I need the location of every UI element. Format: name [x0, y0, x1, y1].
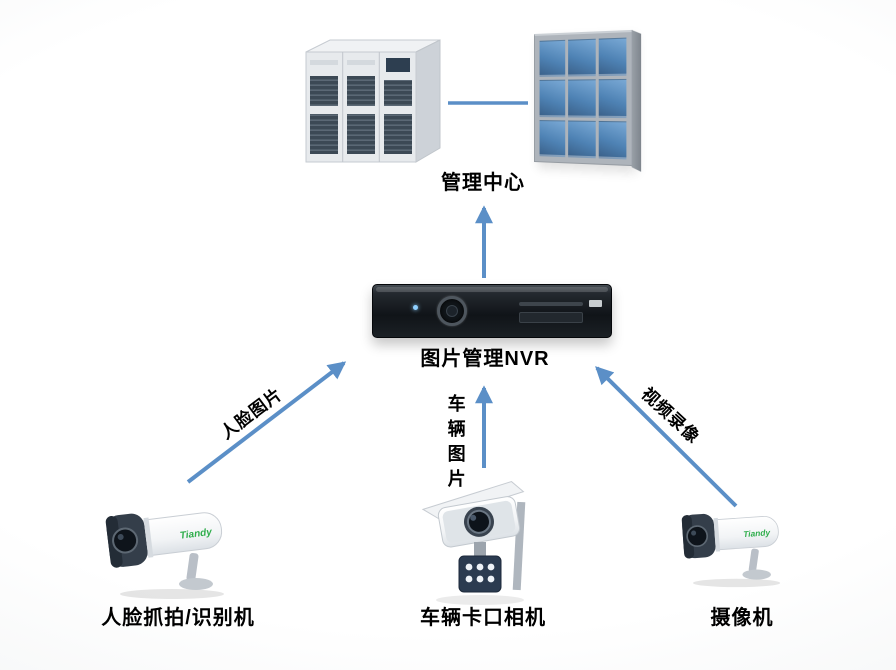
camera-body-group: Tiandy — [681, 513, 779, 559]
camera-shadow — [436, 595, 524, 605]
camera-shadow — [120, 589, 224, 599]
server-vent — [347, 76, 375, 106]
server-vent — [310, 76, 338, 106]
nvr-label: 图片管理NVR — [420, 348, 550, 370]
face-camera-label: 人脸抓拍/识别机 — [101, 607, 255, 629]
nvr-brand-badge — [589, 300, 602, 307]
edge-label-vehicle-images: 车辆图片 — [445, 394, 466, 494]
vehicle-camera-illustration — [418, 476, 540, 611]
brand-logo-text: Tiandy — [743, 527, 771, 539]
server-vent — [384, 80, 412, 106]
camera-bracket — [748, 548, 759, 573]
server-side-face — [415, 39, 441, 163]
face-camera-illustration: Tiandy — [100, 495, 245, 605]
camera-ring — [143, 517, 154, 558]
arrow-video-to-nvr — [595, 366, 738, 508]
camera-base — [179, 578, 213, 590]
camera-ring — [713, 517, 721, 552]
camera-base — [742, 569, 771, 580]
camera-body-group: Tiandy — [105, 512, 223, 568]
camera-joint — [474, 542, 486, 558]
camera-pole — [512, 501, 526, 591]
server-bezel — [347, 60, 375, 65]
vehicle-camera-label: 车辆卡口相机 — [420, 607, 546, 629]
nvr-jog-dial — [437, 296, 467, 326]
video-wall-side-edge — [631, 29, 642, 172]
video-wall-frame — [534, 29, 642, 172]
video-camera-illustration: Tiandy — [676, 500, 798, 593]
nvr-vent-line — [519, 302, 583, 306]
arrow-face-to-nvr — [186, 361, 347, 484]
camera-housing-group — [421, 481, 525, 548]
video-wall-screen — [568, 120, 596, 159]
camera-lens — [686, 525, 709, 548]
nvr-device — [372, 284, 612, 338]
video-camera-label: 摄像机 — [710, 607, 774, 629]
camera-bracket — [186, 552, 199, 582]
video-wall-screen — [598, 37, 627, 77]
server-vent — [347, 114, 375, 154]
video-wall-screen — [539, 39, 566, 78]
video-wall-screen — [568, 38, 596, 77]
lens-glint — [470, 514, 477, 521]
video-wall-screen — [568, 79, 596, 118]
management-center-label: 管理中心 — [441, 172, 525, 194]
server-rack-illustration — [300, 36, 448, 175]
server-display-panel — [386, 58, 410, 72]
video-wall-screen — [598, 79, 627, 118]
nvr-status-led — [413, 305, 418, 310]
nvr-drive-bay — [519, 312, 583, 323]
brand-logo-text: Tiandy — [179, 527, 213, 542]
led-lights — [465, 563, 495, 583]
video-wall-screen — [539, 119, 566, 158]
nvr-jog-dial-center — [446, 305, 458, 317]
led-illuminator-panel — [458, 555, 502, 593]
video-wall-screen — [598, 120, 627, 160]
video-wall-screen — [539, 79, 566, 118]
server-bezel — [310, 60, 338, 65]
lens-glint — [691, 530, 697, 536]
server-vent — [310, 114, 338, 154]
server-vent — [384, 114, 412, 154]
camera-shadow — [693, 578, 781, 588]
lens-glint — [117, 534, 124, 541]
video-wall-illustration — [534, 29, 642, 172]
